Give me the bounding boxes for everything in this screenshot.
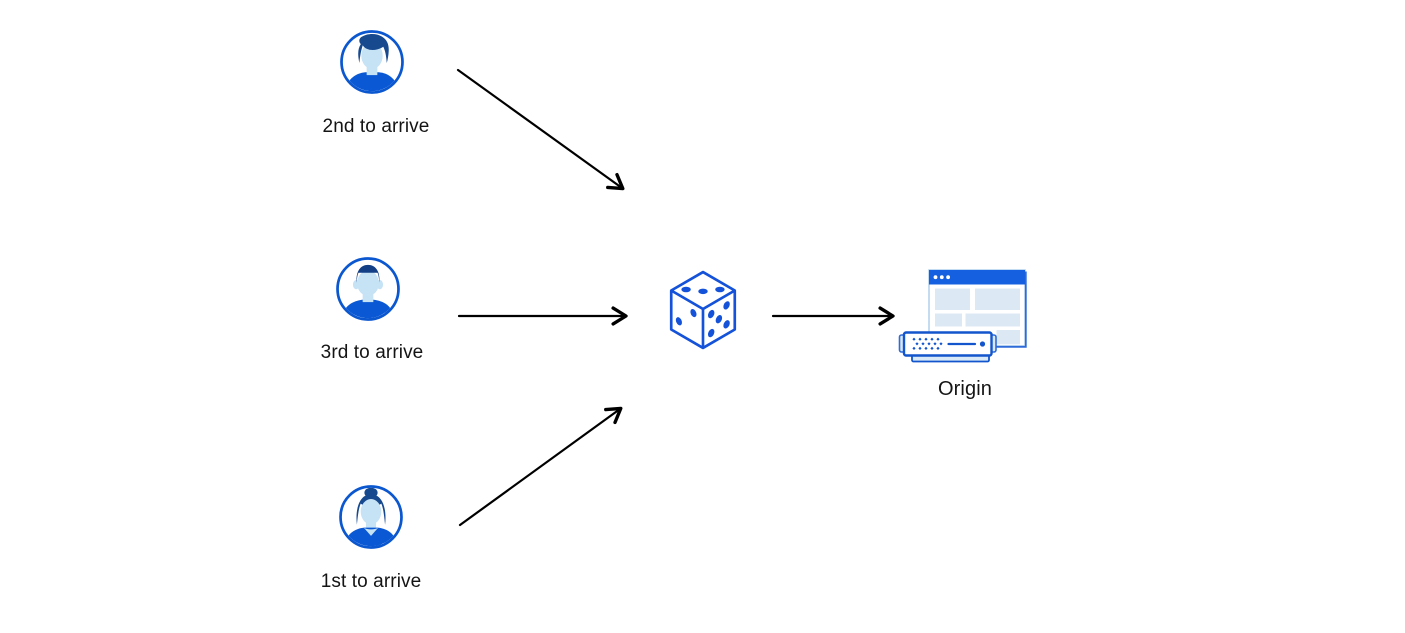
user-middle-label: 3rd to arrive [320, 342, 424, 363]
node-origin [895, 258, 1030, 368]
node-user-middle [335, 256, 401, 322]
user-bottom-label: 1st to arrive [320, 571, 422, 592]
dice-icon [668, 269, 738, 351]
user-avatar-male-swept-hair-icon [339, 29, 405, 95]
node-user-top [339, 29, 405, 95]
node-user-bottom [338, 484, 404, 550]
node-random-selector [668, 269, 738, 351]
arrow-user-bottom-to-dice [458, 406, 623, 527]
user-avatar-female-bun-icon [338, 484, 404, 550]
user-top-label: 2nd to arrive [322, 116, 430, 137]
user-avatar-male-flat-hair-icon [335, 256, 401, 322]
origin-label: Origin [938, 378, 992, 400]
origin-server-browser-icon [895, 258, 1030, 368]
